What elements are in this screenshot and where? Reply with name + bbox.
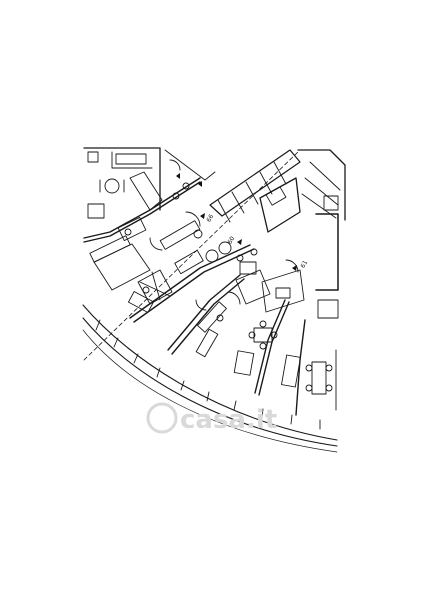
lower-right-unit bbox=[233, 259, 339, 411]
watermark-text: casa.it bbox=[180, 405, 277, 435]
label-arrows bbox=[176, 173, 297, 271]
stair-core bbox=[209, 149, 346, 291]
section-line bbox=[83, 149, 301, 361]
room-label-66: 66 bbox=[205, 213, 215, 223]
room-labels: 66 60 61 bbox=[205, 213, 309, 269]
sanitary-fixtures bbox=[124, 182, 258, 322]
lower-middle-unit bbox=[195, 261, 271, 358]
mid-left-unit bbox=[89, 211, 232, 313]
radial-walls bbox=[83, 177, 306, 416]
watermark-logo: casa.it bbox=[146, 402, 277, 435]
upper-left-unit bbox=[83, 147, 216, 219]
room-label-61: 61 bbox=[299, 259, 309, 269]
curved-facade bbox=[82, 304, 338, 453]
room-label-60: 60 bbox=[226, 235, 236, 245]
